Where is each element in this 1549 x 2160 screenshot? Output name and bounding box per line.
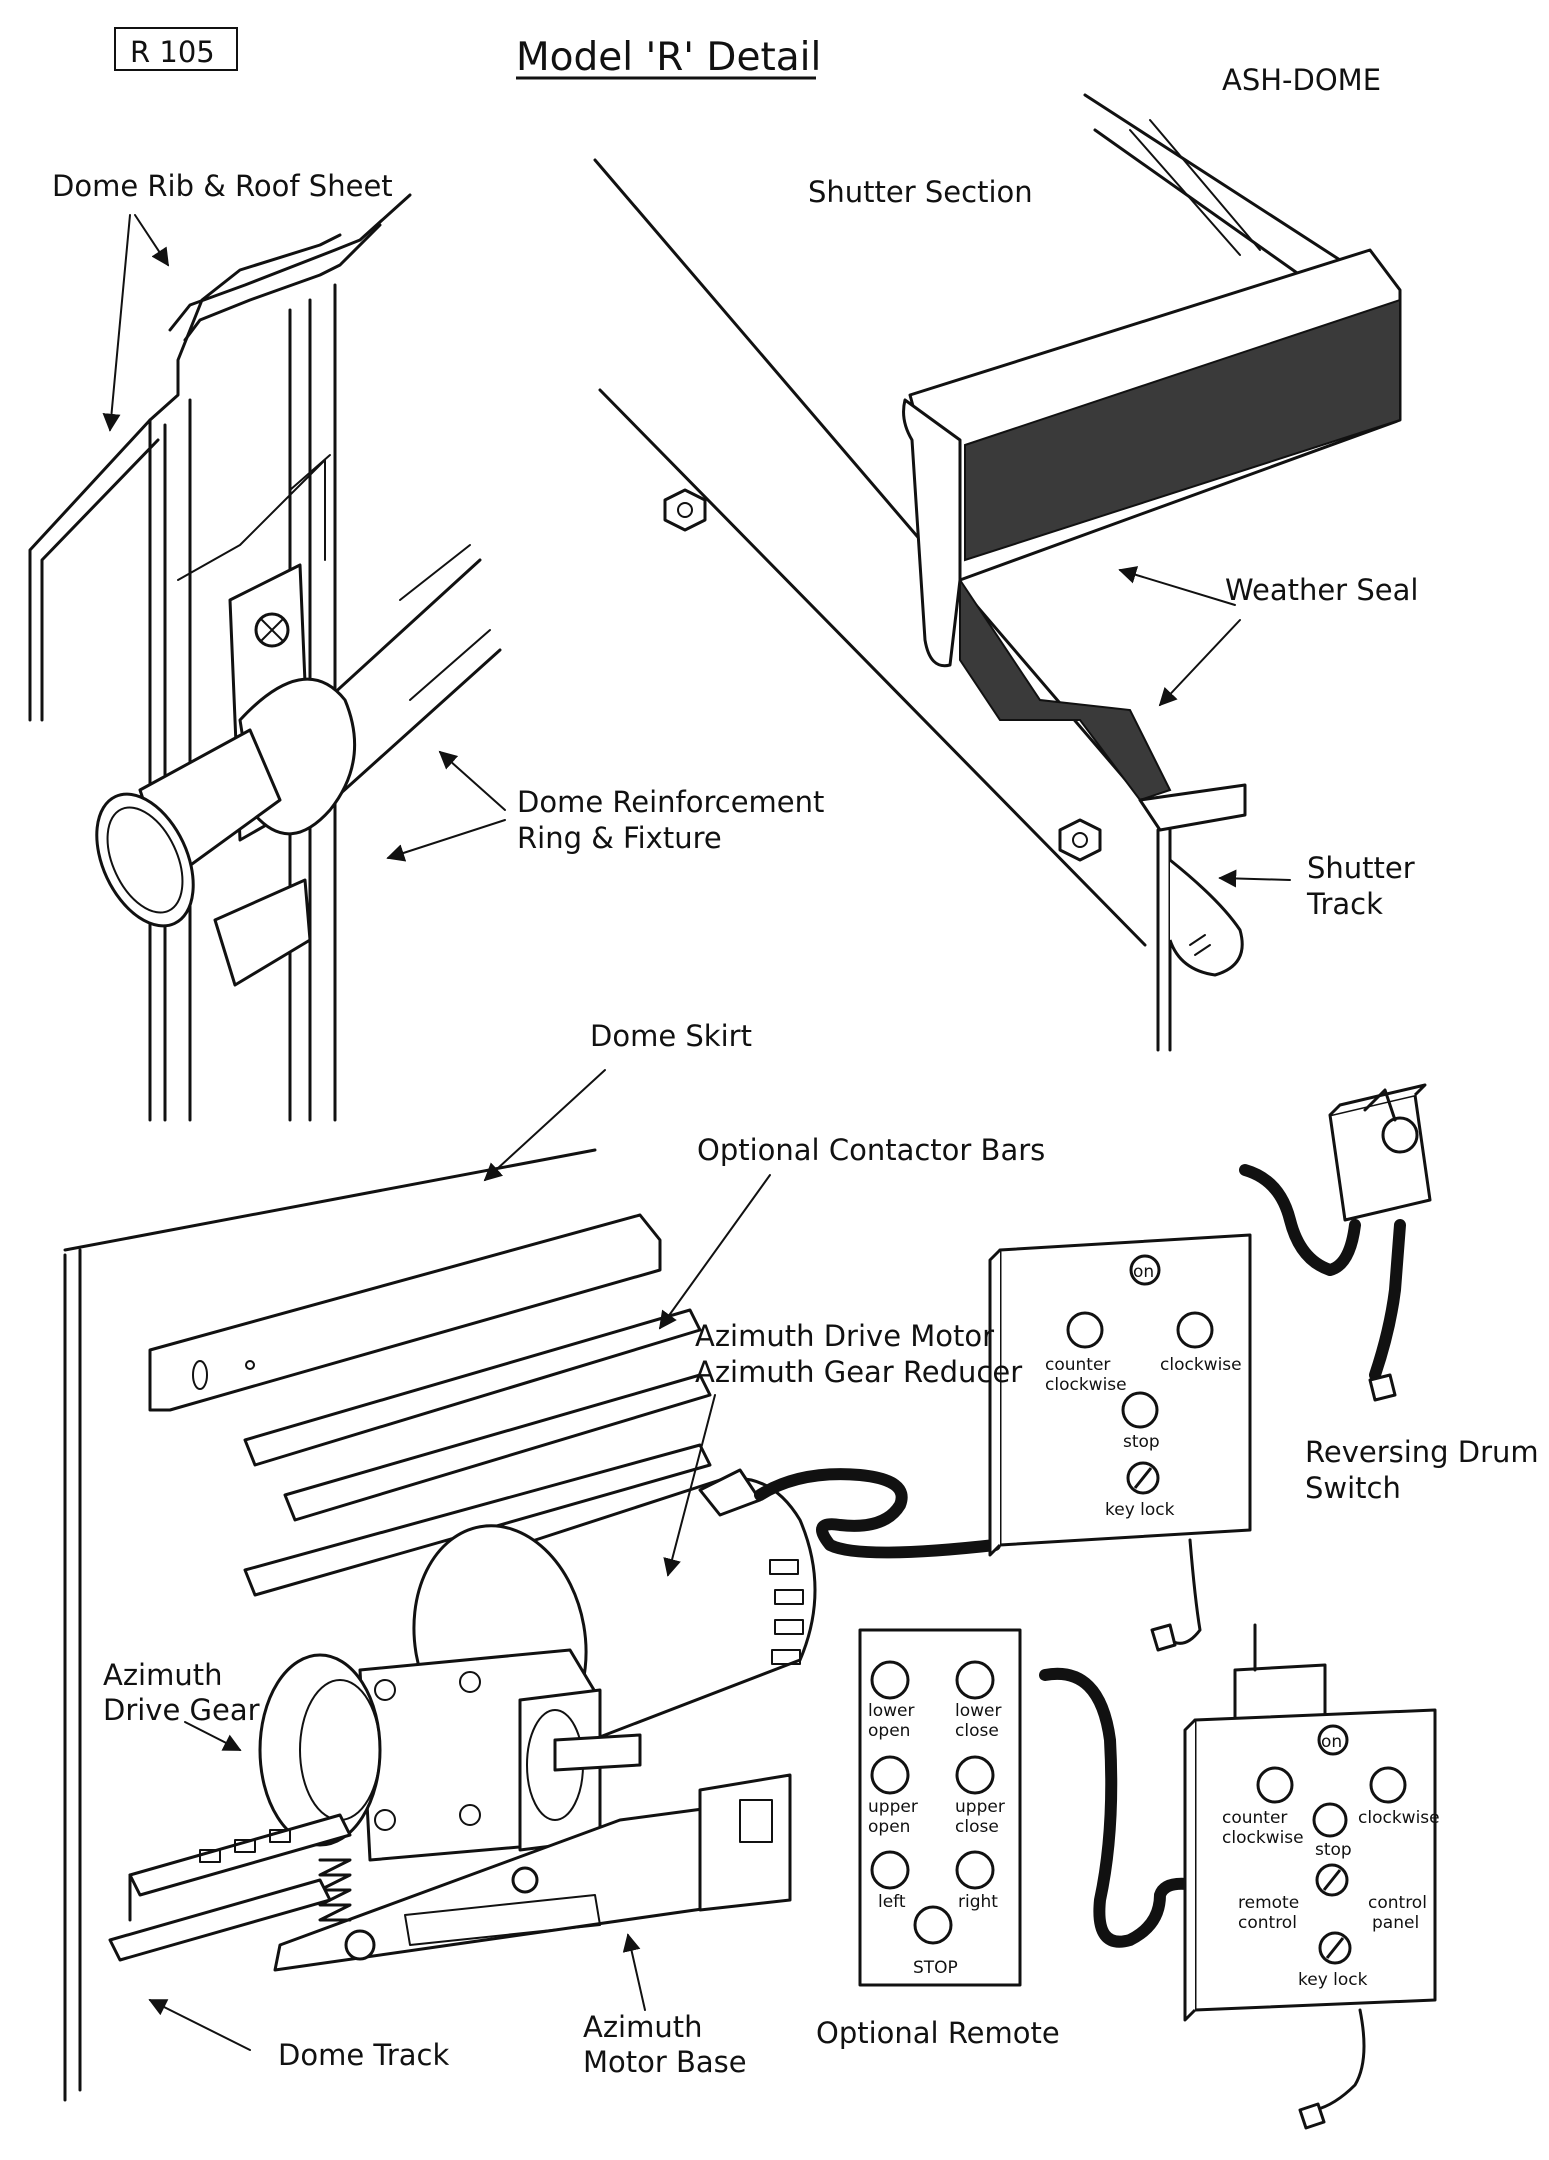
remote-control-label-2: control: [1238, 1913, 1297, 1933]
label-drum-switch-2: Switch: [1305, 1471, 1401, 1505]
clockwise-label: clockwise: [1358, 1808, 1440, 1828]
remote-stop-button[interactable]: [913, 1905, 953, 1945]
upper-open-label-2: open: [868, 1817, 910, 1837]
optional-remote: lower open lower close upper open upper …: [858, 1628, 1201, 1987]
left-label: left: [878, 1892, 906, 1912]
leader-arrows: [102, 214, 1291, 2051]
brand-name: ASH-DOME: [1222, 63, 1381, 97]
lower-open-label-2: open: [868, 1721, 910, 1741]
label-drive-gear-1: Azimuth: [103, 1658, 223, 1692]
drum-switch-knob-icon: [1381, 1116, 1419, 1154]
lower-close-label-2: close: [955, 1721, 999, 1741]
label-drive-gear-2: Drive Gear: [103, 1693, 260, 1727]
on-label: on: [1133, 1262, 1154, 1282]
on-button[interactable]: [1129, 1254, 1161, 1286]
lower-open-button[interactable]: [870, 1660, 910, 1700]
clockwise-button[interactable]: [1369, 1766, 1407, 1804]
counter-clockwise-button[interactable]: [1256, 1766, 1294, 1804]
plug-icon: [1298, 2102, 1326, 2130]
right-label: right: [958, 1892, 998, 1912]
label-drum-switch-1: Reversing Drum: [1305, 1435, 1539, 1469]
label-dome-track: Dome Track: [278, 2038, 449, 2072]
label-weather-seal: Weather Seal: [1225, 573, 1418, 607]
control-panel-label-1: control: [1368, 1893, 1427, 1913]
header: R 105 Model 'R' Detail ASH-DOME: [114, 27, 1381, 97]
label-shutter-track-2: Track: [1306, 887, 1383, 921]
key-lock-label: key lock: [1298, 1970, 1368, 1990]
dome-skirt-drawing: [63, 1148, 597, 2102]
lower-close-label-1: lower: [955, 1701, 1001, 1721]
control-panel-label-2: panel: [1372, 1913, 1419, 1933]
label-reinforcement-2: Ring & Fixture: [517, 821, 722, 855]
upper-close-label-2: close: [955, 1817, 999, 1837]
contactor-bars-drawing: [148, 1213, 712, 1597]
stop-button[interactable]: [1312, 1802, 1348, 1838]
shutter-section-drawing: [593, 93, 1402, 1052]
stop-label: stop: [1123, 1432, 1160, 1452]
motor-vents: [769, 1559, 804, 1665]
label-shutter-section: Shutter Section: [808, 175, 1033, 209]
counter-clockwise-label-1: counter: [1222, 1808, 1287, 1828]
key-lock-label: key lock: [1105, 1500, 1175, 1520]
counter-clockwise-label-2: clockwise: [1045, 1375, 1127, 1395]
upper-open-label-1: upper: [868, 1797, 918, 1817]
remote-stop-label: STOP: [913, 1958, 958, 1978]
label-shutter-track-1: Shutter: [1307, 851, 1415, 885]
label-contactor-bars: Optional Contactor Bars: [697, 1133, 1045, 1167]
stop-button[interactable]: [1121, 1391, 1159, 1429]
upper-close-label-1: upper: [955, 1797, 1005, 1817]
page-id-box: [114, 27, 238, 71]
clockwise-button[interactable]: [1176, 1311, 1214, 1349]
bolt-icon: [1058, 818, 1102, 862]
right-button[interactable]: [955, 1850, 995, 1890]
upper-open-button[interactable]: [870, 1755, 910, 1795]
callout-labels: Dome Rib & Roof Sheet Shutter Section We…: [52, 169, 1539, 2079]
azimuth-drive-motor-drawing: [108, 1468, 817, 1972]
label-gear-reducer: Azimuth Gear Reducer: [695, 1355, 1022, 1389]
page-id: R 105: [130, 35, 215, 69]
upper-close-button[interactable]: [955, 1755, 995, 1795]
clockwise-label: clockwise: [1160, 1355, 1242, 1375]
plug-icon: [1368, 1373, 1397, 1402]
label-dome-skirt: Dome Skirt: [590, 1019, 752, 1053]
left-button[interactable]: [870, 1850, 910, 1890]
label-motor-base-2: Motor Base: [583, 2045, 747, 2079]
plug-icon: [1150, 1623, 1177, 1652]
counter-clockwise-label-2: clockwise: [1222, 1828, 1304, 1848]
label-motor-base-1: Azimuth: [583, 2010, 703, 2044]
reversing-drum-switch: [1239, 1083, 1432, 1402]
label-drive-motor: Azimuth Drive Motor: [695, 1319, 994, 1353]
lower-open-label-1: lower: [868, 1701, 914, 1721]
on-button[interactable]: [1317, 1724, 1349, 1756]
dome-rib-drawing: [28, 193, 502, 1122]
remote-control-label-1: remote: [1238, 1893, 1299, 1913]
stop-label: stop: [1315, 1840, 1352, 1860]
label-reinforcement-1: Dome Reinforcement: [517, 785, 824, 819]
control-panel: on counter clockwise clockwise stop key …: [754, 1233, 1252, 1652]
counter-clockwise-label-1: counter: [1045, 1355, 1110, 1375]
lower-close-button[interactable]: [955, 1660, 995, 1700]
remote-control-panel: on counter clockwise clockwise stop remo…: [1183, 1623, 1440, 2130]
label-optional-remote: Optional Remote: [816, 2016, 1060, 2050]
bolt-icon: [663, 488, 707, 532]
counter-clockwise-button[interactable]: [1066, 1311, 1104, 1349]
page-title: Model 'R' Detail: [516, 35, 821, 80]
label-dome-rib: Dome Rib & Roof Sheet: [52, 169, 393, 203]
weather-seal-strip: [964, 298, 1401, 562]
on-label: on: [1321, 1732, 1342, 1752]
